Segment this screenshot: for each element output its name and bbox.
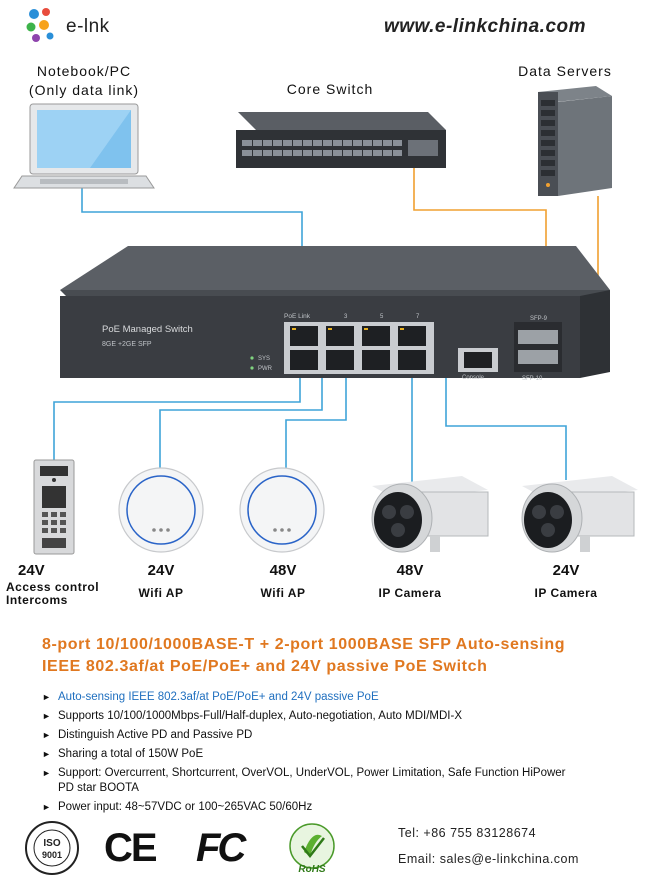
- led-sys-icon: [250, 356, 254, 360]
- notebook-label: Notebook/PC (Only data link): [28, 63, 140, 98]
- voltage-label: 24V: [18, 562, 45, 579]
- feature-item: ►Supports 10/100/1000Mbps-Full/Half-dupl…: [42, 710, 462, 722]
- led-sys-label: SYS: [258, 356, 270, 362]
- wifi-ap-icon-2: [239, 467, 325, 553]
- sfp-ports: [514, 322, 562, 372]
- device-label-ip-camera-2: 24V IP Camera: [516, 562, 616, 600]
- rj45-port-grid: [284, 322, 434, 374]
- voltage-label: 48V: [396, 562, 424, 579]
- feature-item: ►Sharing a total of 150W PoE: [42, 748, 204, 760]
- intercom-icon: [33, 459, 75, 555]
- svg-text:ISO: ISO: [43, 838, 60, 849]
- led-pwr-label: PWR: [258, 366, 273, 372]
- port-number-7: 7: [416, 314, 420, 320]
- sfp9-label: SFP-9: [530, 316, 548, 322]
- device-name-label: IP Camera: [378, 586, 442, 600]
- core-switch-label: Core Switch: [286, 81, 374, 97]
- bullet-arrow-icon: ►: [42, 749, 51, 759]
- device-label-wifi-ap-2: 48V Wifi AP: [238, 562, 328, 600]
- svg-text:9001: 9001: [42, 850, 62, 860]
- console-port: [458, 348, 498, 372]
- contact-email[interactable]: Email: sales@e-linkchina.com: [398, 852, 579, 866]
- ip-camera-icon-2: [521, 476, 638, 553]
- feature-item: ►Power input: 48~57VDC or 100~265VAC 50/…: [42, 801, 313, 813]
- feature-item: ►Auto-sensing IEEE 802.3af/at PoE/PoE+ a…: [42, 691, 379, 703]
- poe-switch: PoE Managed Switch 8GE +2GE SFP PoE Link…: [60, 246, 610, 382]
- switch-model-text: 8GE +2GE SFP: [102, 341, 152, 348]
- voltage-label: 24V: [147, 562, 175, 579]
- fc-mark-icon: FC: [196, 826, 246, 870]
- bullet-arrow-icon: ►: [42, 768, 51, 778]
- product-title-line-2: IEEE 802.3af/at PoE/PoE+ and 24V passive…: [42, 658, 488, 675]
- feature-list: ►Auto-sensing IEEE 802.3af/at PoE/PoE+ a…: [42, 690, 602, 815]
- port-number-3: 3: [344, 314, 348, 320]
- bullet-arrow-icon: ►: [42, 730, 51, 740]
- wifi-ap-icon-1: [118, 467, 204, 553]
- console-label: Console: [462, 375, 485, 381]
- link-ip-camera-2: [445, 372, 567, 480]
- link-wifi-ap-1: [159, 372, 323, 468]
- feature-item: ►Support: Overcurrent, Shortcurrent, Ove…: [42, 767, 566, 794]
- network-diagram: PoE Managed Switch 8GE +2GE SFP PoE Link…: [13, 86, 638, 555]
- voltage-label: 48V: [269, 562, 297, 579]
- rohs-icon: RoHS: [289, 823, 335, 875]
- product-title: 8-port 10/100/1000BASE-T + 2-port 1000BA…: [42, 634, 642, 678]
- voltage-label: 24V: [552, 562, 580, 579]
- link-access-control: [53, 372, 301, 460]
- link-wifi-ap-2: [285, 372, 347, 468]
- core-switch-icon: [236, 112, 446, 168]
- device-name-label: IP Camera: [534, 586, 598, 600]
- svg-text:RoHS: RoHS: [298, 864, 326, 875]
- device-name-label: Wifi AP: [138, 586, 184, 600]
- device-name-label: Wifi AP: [260, 586, 306, 600]
- sfp10-label: SFP-10: [522, 376, 543, 382]
- website-url: www.e-linkchina.com: [384, 16, 587, 37]
- device-label-access-control: 24V Access control Intercoms: [6, 562, 116, 607]
- data-server-icon: [538, 86, 612, 196]
- e-link-logo-icon: [26, 8, 54, 42]
- led-pwr-icon: [250, 366, 254, 370]
- switch-name-text: PoE Managed Switch: [102, 324, 193, 335]
- iso-9001-icon: ISO 9001: [25, 821, 79, 875]
- feature-item: ►Distinguish Active PD and Passive PD: [42, 729, 253, 741]
- brand-logo: e-lnk: [22, 6, 142, 46]
- bullet-arrow-icon: ►: [42, 711, 51, 721]
- bullet-arrow-icon: ►: [42, 802, 51, 812]
- port-header-text: PoE Link: [284, 313, 311, 320]
- notebook-icon: [13, 103, 155, 189]
- bullet-arrow-icon: ►: [42, 692, 51, 702]
- ce-mark-icon: CE: [104, 826, 158, 870]
- brand-name: e-lnk: [66, 16, 110, 37]
- ip-camera-icon-1: [371, 476, 489, 553]
- device-name-label: Access control Intercoms: [6, 580, 100, 607]
- contact-phone: Tel: +86 755 83128674: [398, 826, 537, 840]
- device-label-ip-camera-1: 48V IP Camera: [360, 562, 460, 600]
- port-number-5: 5: [380, 314, 384, 320]
- data-servers-label: Data Servers: [518, 63, 612, 79]
- product-title-line-1: 8-port 10/100/1000BASE-T + 2-port 1000BA…: [42, 636, 566, 653]
- device-label-wifi-ap-1: 24V Wifi AP: [116, 562, 206, 600]
